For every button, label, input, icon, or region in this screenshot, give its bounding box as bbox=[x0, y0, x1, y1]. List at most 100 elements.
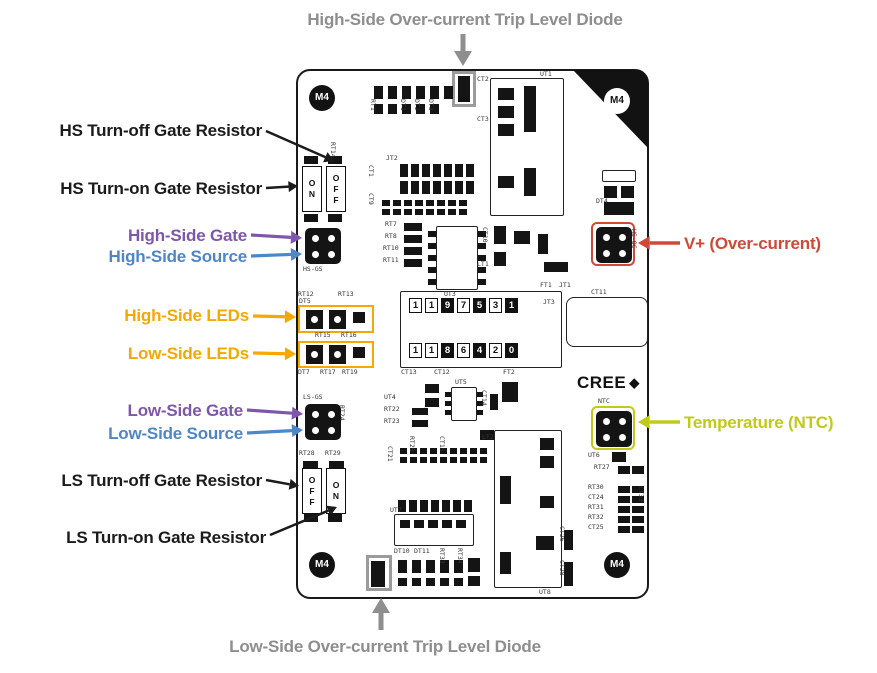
component-pad bbox=[632, 466, 644, 474]
component-pad bbox=[415, 209, 423, 215]
refdes-label: RT24 bbox=[338, 405, 346, 421]
component-pad bbox=[536, 536, 554, 550]
component-pad bbox=[400, 448, 407, 454]
callout-ls-gate: Low-Side Gate bbox=[127, 401, 244, 420]
component-pad bbox=[420, 500, 428, 512]
pin-number: 2 bbox=[489, 343, 502, 358]
pin-hole bbox=[602, 433, 610, 441]
component-pad bbox=[400, 520, 410, 528]
component-pad bbox=[468, 558, 480, 572]
component-pad bbox=[454, 560, 463, 573]
refdes-label: RT16 bbox=[341, 331, 357, 339]
component-pad bbox=[412, 578, 421, 586]
component-pad bbox=[618, 486, 630, 493]
refdes-label: UT3 bbox=[444, 290, 456, 298]
refdes-label: CT13 bbox=[401, 368, 417, 376]
component-pad bbox=[480, 448, 487, 454]
led-lens bbox=[334, 351, 341, 358]
component-pad bbox=[455, 164, 463, 177]
component-pad bbox=[494, 226, 506, 244]
component-pad bbox=[410, 457, 417, 463]
component-pad bbox=[411, 181, 419, 194]
component-pad bbox=[524, 86, 536, 132]
refdes-label: RT12 bbox=[298, 290, 314, 298]
pin-hole bbox=[327, 410, 335, 418]
mounting-hole: M4 bbox=[309, 552, 335, 578]
refdes-label: LS-GS bbox=[303, 393, 323, 401]
component-pad bbox=[428, 520, 438, 528]
component-pad bbox=[466, 181, 474, 194]
component-pad bbox=[538, 234, 548, 254]
refdes-label: UT7 bbox=[390, 506, 402, 514]
pin-number: 8 bbox=[441, 343, 454, 358]
component-pad bbox=[498, 106, 514, 118]
refdes-label: RT15 bbox=[315, 331, 331, 339]
component-pad bbox=[414, 520, 424, 528]
component-pad bbox=[431, 500, 439, 512]
refdes-label: RT8 bbox=[385, 232, 397, 240]
callout-hs-leds: High-Side LEDs bbox=[124, 306, 249, 325]
component-pad bbox=[453, 500, 461, 512]
refdes-label: CT10 bbox=[481, 227, 489, 243]
component-pad bbox=[304, 156, 318, 164]
component-pad bbox=[478, 243, 486, 249]
component-pad bbox=[410, 448, 417, 454]
refdes-label: CT3 bbox=[477, 115, 489, 123]
refdes-label: RT19 bbox=[342, 368, 358, 376]
cree-logo: CREE ◆ bbox=[577, 374, 640, 392]
component-pad bbox=[328, 214, 342, 222]
component-pad bbox=[393, 209, 401, 215]
component-pad bbox=[618, 516, 630, 523]
component-pad bbox=[430, 86, 439, 99]
component-pad bbox=[409, 500, 417, 512]
pin-number: 1 bbox=[505, 298, 518, 313]
component-pad bbox=[440, 578, 449, 586]
callout-ls-leds: Low-Side LEDs bbox=[127, 344, 249, 363]
component-pad bbox=[328, 514, 342, 522]
refdes-label: RT1 bbox=[369, 99, 377, 111]
component-pad bbox=[402, 104, 411, 114]
refdes-label: UT4 bbox=[384, 393, 396, 401]
component-pad bbox=[445, 410, 451, 415]
component-pad bbox=[448, 209, 456, 215]
component-pad bbox=[442, 500, 450, 512]
callout-ls-oc-trip: Low-Side Over-current Trip Level Diode bbox=[229, 637, 541, 656]
component-pad bbox=[412, 408, 428, 415]
component-pad bbox=[404, 235, 422, 243]
component-pad bbox=[632, 516, 644, 523]
refdes-label: CT26 bbox=[558, 526, 566, 542]
component-pad bbox=[498, 88, 514, 100]
component-pad bbox=[632, 496, 644, 503]
component-pad bbox=[400, 181, 408, 194]
component-pad bbox=[428, 279, 436, 285]
cree-logo-diamond-icon: ◆ bbox=[629, 375, 640, 390]
refdes-label: CT1 bbox=[367, 165, 375, 177]
component-pad bbox=[440, 448, 447, 454]
component-pad bbox=[455, 181, 463, 194]
component-pad bbox=[564, 562, 573, 586]
refdes-label: CT15 bbox=[438, 436, 446, 452]
component-pad bbox=[502, 382, 518, 402]
component-pad bbox=[416, 104, 425, 114]
component-pad bbox=[426, 200, 434, 206]
ic-outline bbox=[394, 514, 474, 546]
component-pad bbox=[400, 457, 407, 463]
callout-hs-source: High-Side Source bbox=[108, 247, 248, 266]
component-pad bbox=[412, 560, 421, 573]
component-pad bbox=[498, 124, 514, 136]
refdes-label: CT14 bbox=[480, 390, 488, 406]
component-pad bbox=[477, 410, 483, 415]
component-pad bbox=[618, 466, 630, 474]
callout-hs-gate: High-Side Gate bbox=[127, 226, 247, 245]
component-pad bbox=[490, 394, 498, 410]
pin-number: 7 bbox=[457, 298, 470, 313]
component-pad bbox=[411, 164, 419, 177]
ic-outline bbox=[436, 226, 478, 290]
refdes-label: CT33 bbox=[637, 486, 645, 502]
pin-header-hs-oc bbox=[596, 227, 632, 263]
component-pad bbox=[404, 247, 422, 255]
pin-header-ntc bbox=[596, 411, 632, 447]
component-pad bbox=[382, 209, 390, 215]
refdes-label: RT22 bbox=[384, 405, 400, 413]
pin-number: 1 bbox=[425, 343, 438, 358]
